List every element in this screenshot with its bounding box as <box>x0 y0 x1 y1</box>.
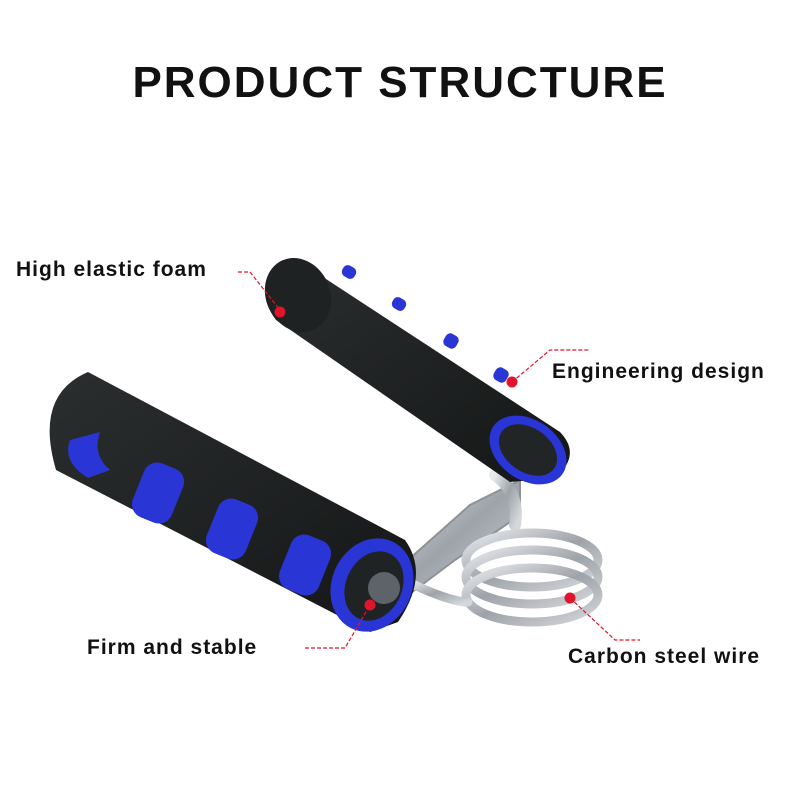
dot-carbon <box>564 592 576 604</box>
front-foam-handle <box>49 372 416 632</box>
steel-arm-lower <box>403 577 473 607</box>
dot-engineering <box>506 376 518 388</box>
callout-carbon-steel-wire: Carbon steel wire <box>568 645 761 668</box>
callout-high-elastic-foam: High elastic foam <box>16 258 207 281</box>
leader-engineering <box>511 349 590 383</box>
callout-firm-and-stable: Firm and stable <box>87 636 258 659</box>
callout-lines <box>238 271 640 649</box>
back-foam-handle <box>264 258 570 485</box>
steel-spring <box>461 528 603 627</box>
page-title: PRODUCT STRUCTURE <box>132 58 668 107</box>
leader-firm <box>305 604 371 649</box>
leader-carbon <box>569 597 640 641</box>
dot-foam <box>274 306 286 318</box>
steel-arm-upper <box>489 469 522 531</box>
callout-engineering-design: Engineering design <box>552 360 765 383</box>
dot-firm <box>364 599 376 611</box>
callout-dots <box>274 306 576 611</box>
leader-foam <box>238 271 281 311</box>
